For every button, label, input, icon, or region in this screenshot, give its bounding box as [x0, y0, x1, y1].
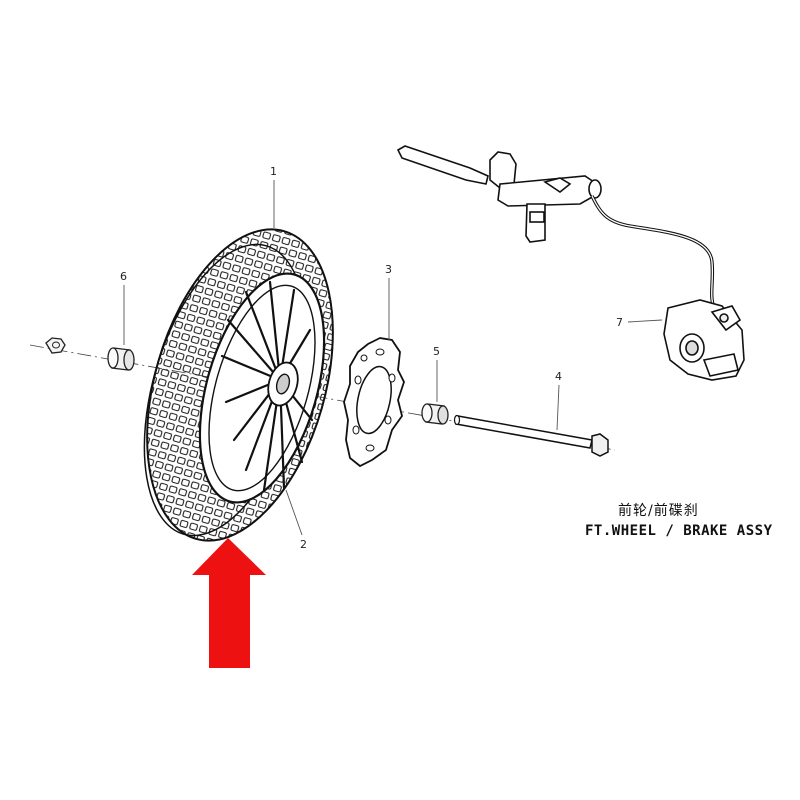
callout-4: 4 — [555, 370, 562, 383]
callout-6: 6 — [120, 270, 127, 283]
brake-lever-assembly — [396, 145, 602, 243]
axle-nut — [45, 337, 66, 354]
brake-caliper — [663, 299, 745, 381]
red-arrow — [192, 538, 266, 668]
spacer-right — [421, 403, 449, 425]
front-wheel-assembly — [143, 228, 334, 542]
diagram-title-english: FT.WHEEL / BRAKE ASSY — [585, 523, 773, 539]
callout-7: 7 — [616, 316, 623, 329]
brake-disc — [343, 337, 405, 468]
spacer-left — [107, 347, 135, 371]
axle-shaft — [453, 414, 609, 457]
diagram-title-chinese: 前轮/前碟刹 — [618, 503, 699, 519]
callout-1: 1 — [270, 165, 277, 178]
callout-5: 5 — [433, 345, 440, 358]
callout-3: 3 — [385, 263, 392, 276]
brake-hose — [590, 195, 718, 313]
leader-lines — [123, 180, 663, 536]
callout-2: 2 — [300, 538, 307, 551]
